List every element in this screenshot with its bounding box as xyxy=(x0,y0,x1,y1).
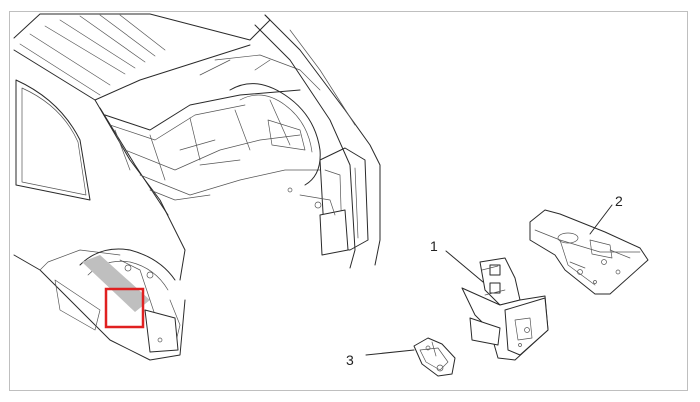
part-1-bracket xyxy=(461,257,549,361)
callout-label-3: 3 xyxy=(346,352,354,368)
vehicle-body-illustration xyxy=(13,13,381,361)
part-3-clip xyxy=(413,337,456,377)
callout-label-2: 2 xyxy=(615,193,623,209)
part-2-plate xyxy=(529,209,649,295)
highlight-box xyxy=(104,287,145,329)
callout-label-1: 1 xyxy=(430,238,438,254)
